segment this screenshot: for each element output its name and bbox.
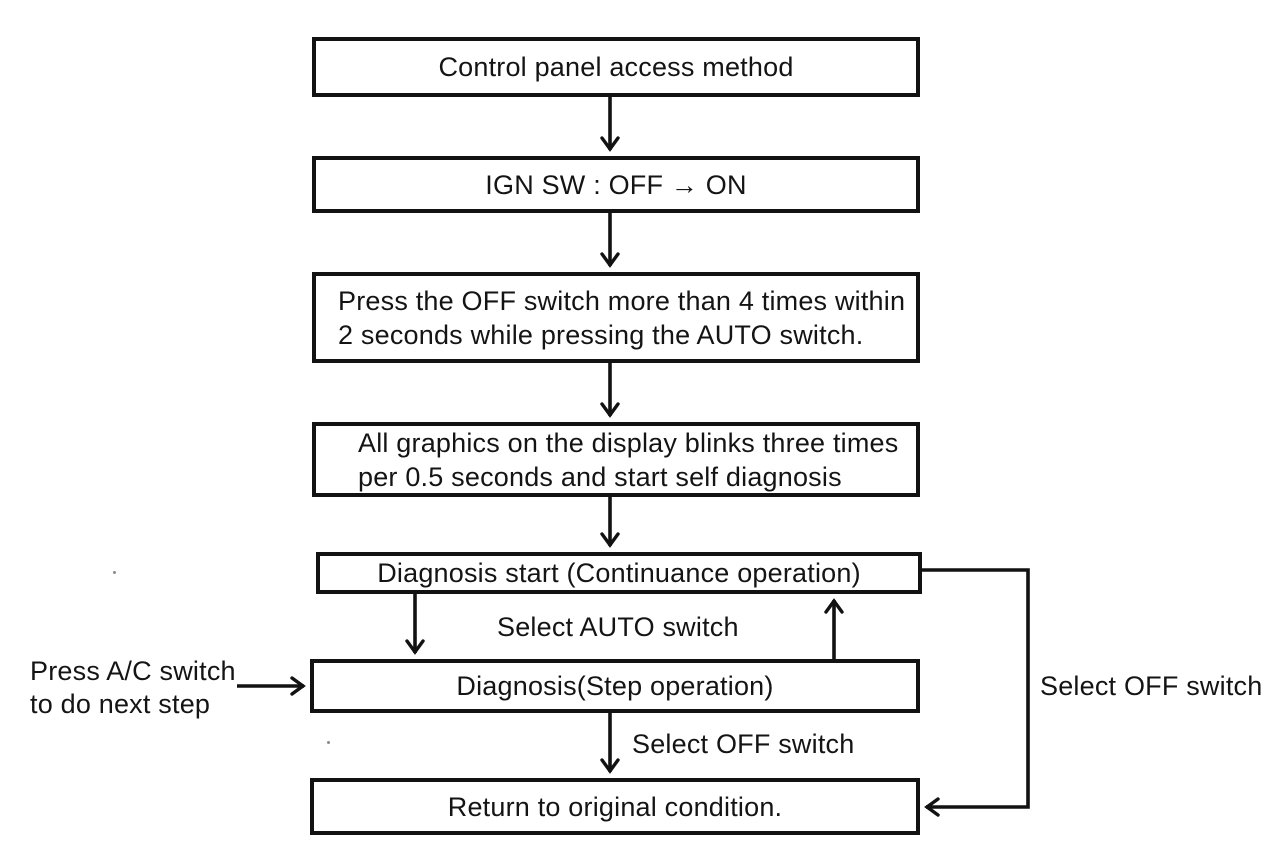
flow-box-text: Diagnosis start (Continuance operation) (377, 558, 861, 588)
label-select-off-switch-bypass: Select OFF switch (1040, 671, 1263, 701)
scan-speck (327, 741, 330, 744)
label-press-ac-switch: Press A/C switch to do next step (30, 655, 236, 721)
flow-box-text-line1: All graphics on the display blinks three… (358, 427, 899, 458)
flow-box-press-off-switch: Press the OFF switch more than 4 times w… (312, 272, 920, 363)
flow-box-text-line2: per 0.5 seconds and start self diagnosis (358, 461, 842, 492)
flow-box-text: IGN SW : OFF → ON (485, 169, 747, 200)
flow-box-text-line1: Press the OFF switch more than 4 times w… (338, 285, 906, 316)
label-press-ac-line1: Press A/C switch (30, 656, 236, 686)
flow-box-return-original-condition: Return to original condition. (310, 778, 920, 835)
flow-box-graphics-blink: All graphics on the display blinks three… (312, 422, 920, 497)
label-select-auto-switch: Select AUTO switch (497, 612, 739, 642)
flow-box-diagnosis-start-continuance: Diagnosis start (Continuance operation) (316, 552, 922, 594)
flow-box-ign-sw-off-on: IGN SW : OFF → ON (312, 156, 920, 213)
label-select-off-switch-step: Select OFF switch (632, 729, 855, 759)
arrow-box5-to-box7-bypass (922, 568, 1030, 817)
flow-box-control-panel-access: Control panel access method (312, 37, 920, 97)
flow-box-text-line2: 2 seconds while pressing the AUTO switch… (338, 319, 864, 350)
flow-box-text: Diagnosis(Step operation) (456, 671, 774, 701)
flow-box-text: Return to original condition. (447, 791, 783, 822)
flow-box-text: Control panel access method (438, 52, 794, 82)
flow-box-diagnosis-step-operation: Diagnosis(Step operation) (310, 659, 920, 713)
label-press-ac-line2: to do next step (30, 689, 211, 719)
scan-speck (113, 571, 116, 574)
